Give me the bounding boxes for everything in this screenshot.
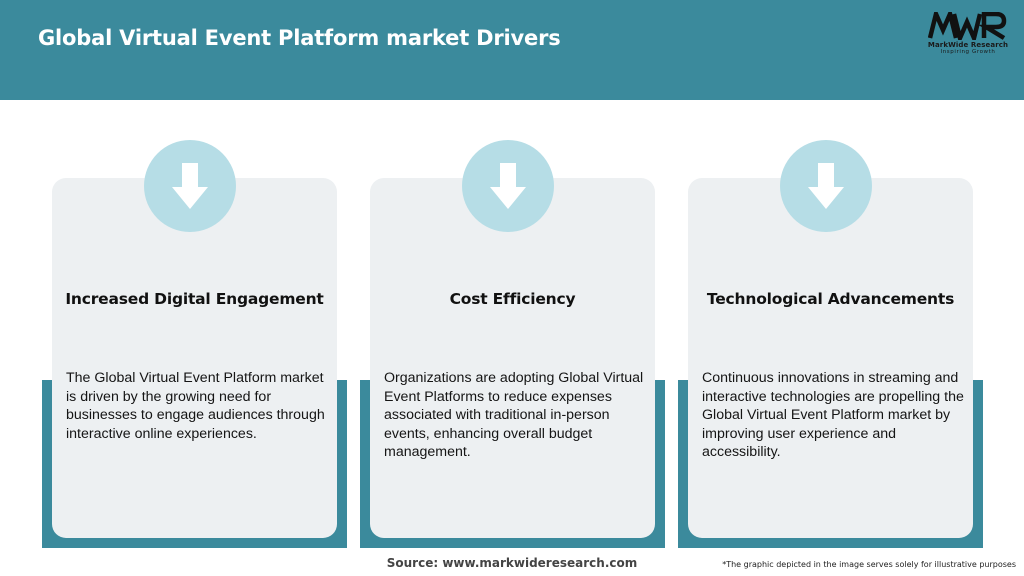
- arrow-down-icon: [462, 140, 554, 232]
- card-title: Cost Efficiency: [449, 290, 576, 308]
- card-title: Increased Digital Engagement: [65, 290, 324, 308]
- driver-card-1: Increased Digital Engagement The Global …: [42, 140, 347, 548]
- card-body: Cost Efficiency Organizations are adopti…: [370, 178, 655, 538]
- page-title: Global Virtual Event Platform market Dri…: [38, 26, 561, 50]
- card-description: The Global Virtual Event Platform market…: [66, 370, 325, 442]
- header-banner: Global Virtual Event Platform market Dri…: [0, 0, 1024, 100]
- card-body: Technological Advancements Continuous in…: [688, 178, 973, 538]
- card-body: Increased Digital Engagement The Global …: [52, 178, 337, 538]
- mwr-logo-mark-icon: [928, 12, 1007, 40]
- card-description: Continuous innovations in streaming and …: [702, 370, 964, 460]
- driver-card-2: Cost Efficiency Organizations are adopti…: [360, 140, 665, 548]
- arrow-down-icon: [780, 140, 872, 232]
- disclaimer-note: *The graphic depicted in the image serve…: [722, 560, 1016, 569]
- source-credit: Source: www.markwideresearch.com: [386, 556, 638, 570]
- logo-name: MarkWide Research: [927, 41, 1009, 49]
- logo-tagline: Inspiring Growth: [940, 49, 996, 55]
- driver-card-3: Technological Advancements Continuous in…: [678, 140, 983, 548]
- markwide-logo: MarkWide Research Inspiring Growth: [922, 12, 1014, 58]
- arrow-down-icon: [144, 140, 236, 232]
- card-description: Organizations are adopting Global Virtua…: [384, 370, 644, 460]
- card-title: Technological Advancements: [706, 290, 955, 308]
